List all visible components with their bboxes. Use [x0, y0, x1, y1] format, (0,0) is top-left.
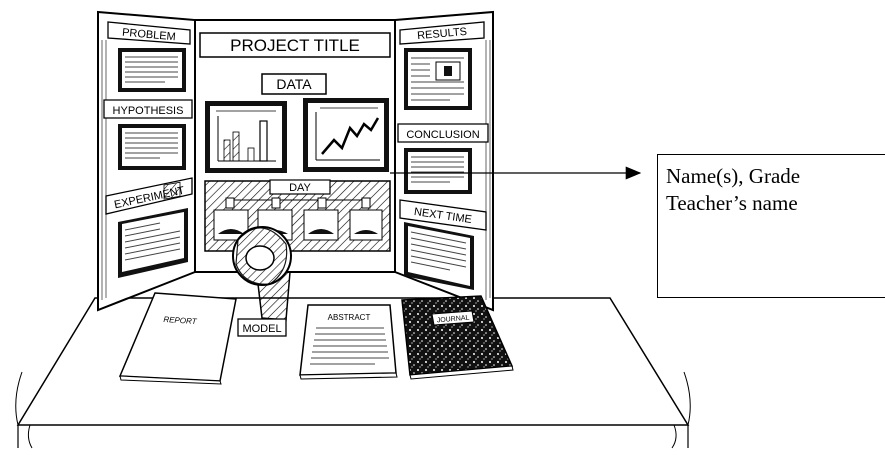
label-next-time: NEXT TIME — [399, 199, 487, 231]
svg-text:REPORT: REPORT — [163, 315, 198, 326]
svg-text:HYPOTHESIS: HYPOTHESIS — [113, 105, 184, 117]
model-label: MODEL — [237, 318, 287, 337]
day-photo-strip: DAY — [204, 179, 391, 252]
abstract-document: ABSTRACT — [299, 304, 398, 380]
label-problem: PROBLEM — [107, 21, 191, 45]
line-chart-poster — [303, 98, 389, 172]
data-label: DATA — [261, 73, 327, 95]
text-block-problem — [118, 48, 186, 92]
svg-text:DAY: DAY — [289, 182, 311, 194]
model-sculpture — [232, 226, 292, 321]
text-block-results — [404, 48, 472, 110]
report-document: REPORT — [118, 292, 237, 385]
svg-text:PROBLEM: PROBLEM — [122, 27, 177, 44]
svg-text:MODEL: MODEL — [242, 323, 281, 335]
name-grade-teacher-callout: Name(s), Grade Teacher’s name — [657, 154, 885, 298]
svg-text:PROJECT TITLE: PROJECT TITLE — [230, 36, 360, 55]
text-block-experiment — [118, 181, 188, 278]
svg-text:JOURNAL: JOURNAL — [437, 315, 470, 325]
svg-text:ABSTRACT: ABSTRACT — [328, 313, 371, 322]
label-hypothesis: HYPOTHESIS — [103, 99, 193, 119]
svg-text:CONCLUSION: CONCLUSION — [406, 129, 479, 141]
project-title-label: PROJECT TITLE — [199, 32, 391, 58]
journal-notebook: JOURNAL — [401, 295, 514, 380]
label-results: RESULTS — [399, 21, 485, 45]
label-conclusion: CONCLUSION — [397, 123, 489, 143]
text-block-next-time — [404, 222, 474, 290]
bar-chart-poster — [205, 101, 287, 173]
text-block-hypothesis — [118, 124, 186, 170]
svg-text:DATA: DATA — [276, 76, 312, 92]
text-block-conclusion — [404, 148, 472, 194]
callout-line-teacher-name: Teacher’s name — [666, 191, 798, 216]
callout-line-names-grade: Name(s), Grade — [666, 164, 801, 188]
svg-text:RESULTS: RESULTS — [417, 26, 468, 42]
